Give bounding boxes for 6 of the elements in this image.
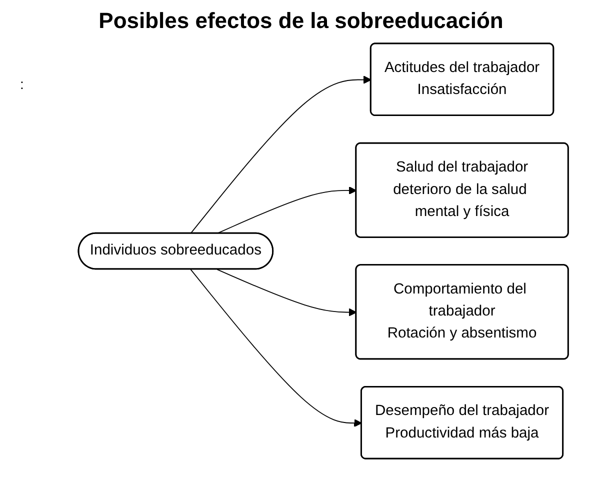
note-text: :	[20, 76, 25, 92]
arrow	[216, 269, 357, 316]
arrow	[216, 186, 357, 234]
arrow	[190, 269, 362, 428]
arrow	[190, 76, 372, 234]
diagram-title: Posibles efectos de la sobreeducación	[98, 8, 504, 34]
